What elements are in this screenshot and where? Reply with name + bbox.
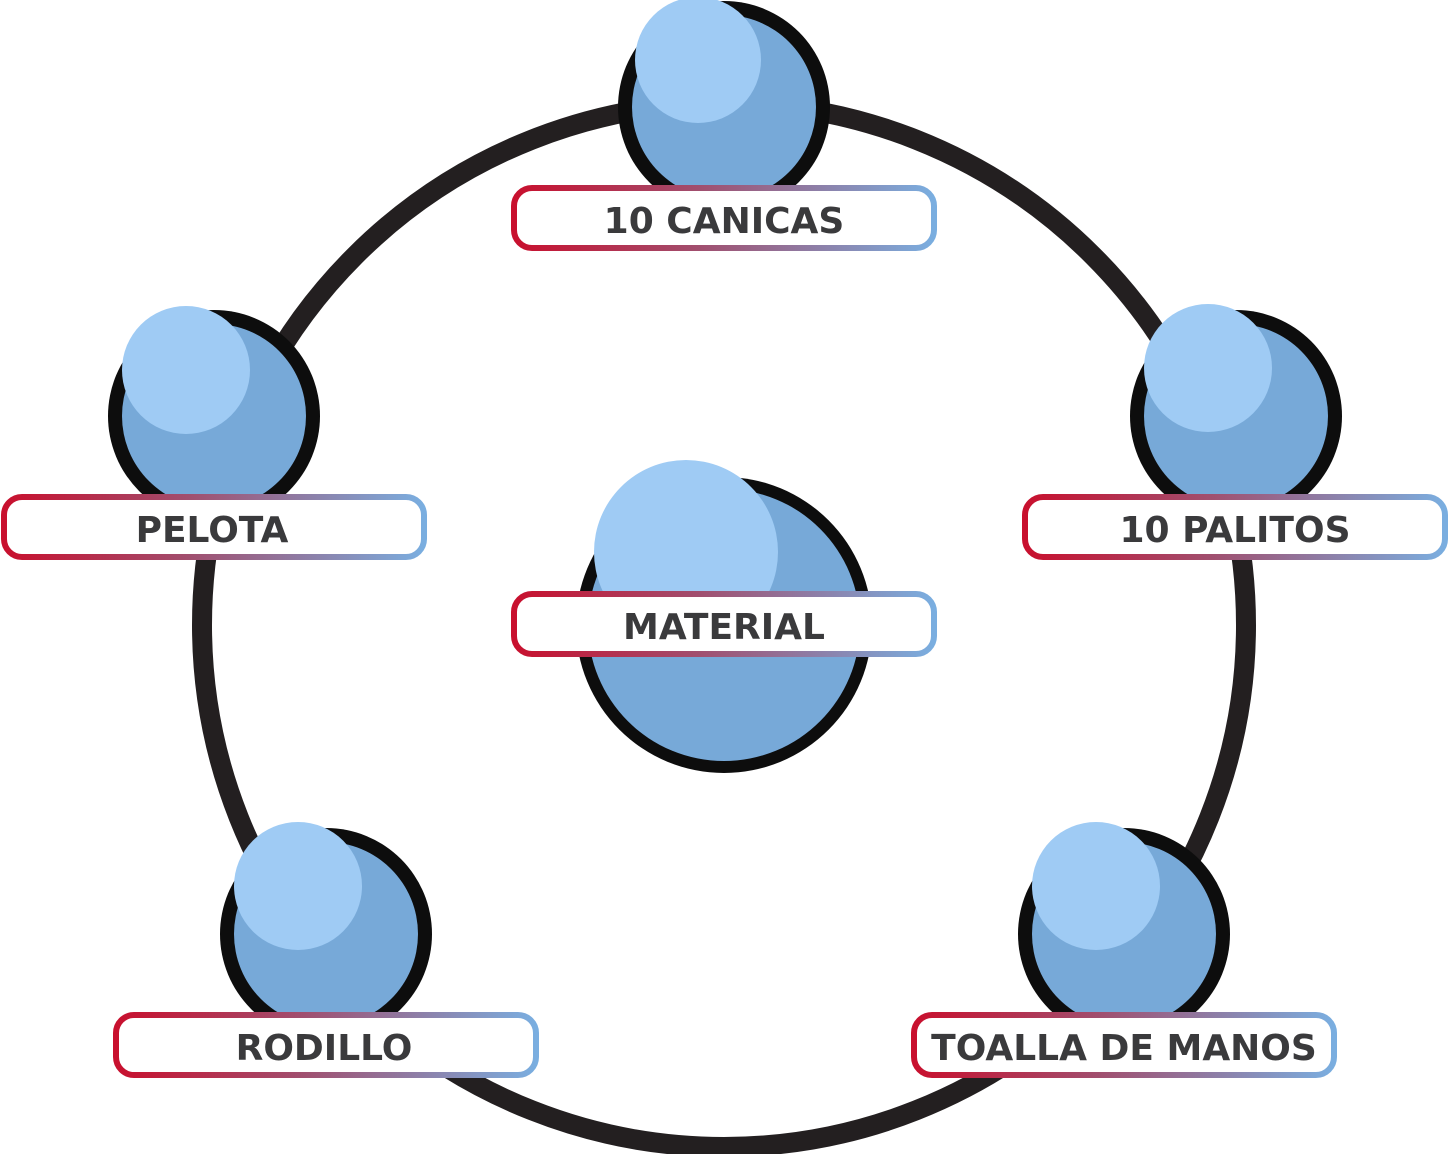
- label-palitos-text: 10 PALITOS: [1120, 510, 1351, 551]
- label-toalla-text: TOALLA DE MANOS: [931, 1028, 1317, 1069]
- ball-toalla: [1018, 822, 1230, 1040]
- ball-palitos: [1130, 304, 1342, 522]
- label-pelota: PELOTA: [1, 494, 427, 560]
- label-palitos: 10 PALITOS: [1022, 494, 1448, 560]
- label-canicas: 10 CANICAS: [511, 185, 937, 251]
- ball-rodillo: [220, 822, 432, 1040]
- label-toalla: TOALLA DE MANOS: [911, 1012, 1337, 1078]
- label-material-text: MATERIAL: [623, 607, 825, 648]
- ball-pelota: [108, 306, 320, 522]
- label-rodillo: RODILLO: [113, 1012, 539, 1078]
- label-rodillo-text: RODILLO: [236, 1028, 413, 1069]
- ball-canicas: [618, 0, 830, 213]
- label-canicas-text: 10 CANICAS: [604, 201, 845, 242]
- label-pelota-text: PELOTA: [136, 510, 289, 551]
- label-material: MATERIAL: [511, 591, 937, 657]
